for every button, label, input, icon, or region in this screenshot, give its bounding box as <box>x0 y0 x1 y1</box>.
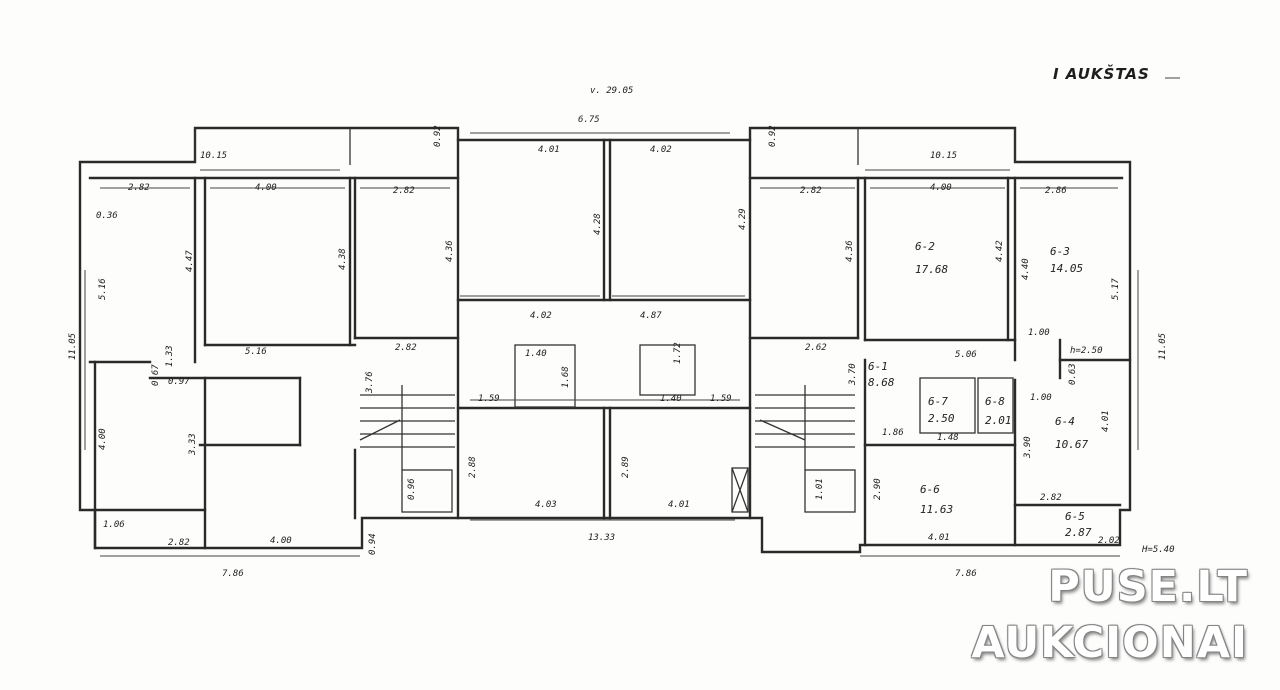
dimension-label: 1.06 <box>103 520 125 530</box>
room-code: 6-7 <box>928 395 948 408</box>
dimension-label: 2.88 <box>468 456 478 478</box>
dimension-label: 1.48 <box>937 433 959 443</box>
dimension-label: 1.00 <box>1028 328 1050 338</box>
room-code: 6-6 <box>920 483 940 496</box>
dimension-label: 4.28 <box>593 213 603 235</box>
dimension-label: 4.02 <box>650 145 672 155</box>
dimension-label: 0.63 <box>1068 363 1078 385</box>
dimension-label: 3.90 <box>1023 436 1033 459</box>
dimension-label: 0.92 <box>768 125 778 147</box>
dimension-label: 2.82 <box>128 183 150 193</box>
dimension-label: 5.16 <box>245 347 267 357</box>
stairs-right <box>731 385 856 513</box>
watermark-line-1: PUSE.LT <box>1048 562 1248 612</box>
dimension-label: 0.94 <box>368 533 378 555</box>
room-area: 2.50 <box>928 412 955 425</box>
dimension-label: 5.06 <box>955 350 977 360</box>
room-code: 6-1 <box>868 360 888 373</box>
dimension-label: 2.82 <box>393 186 415 196</box>
dimension-label: 4.01 <box>928 533 950 543</box>
dimension-label: 4.36 <box>845 240 855 262</box>
dimension-label: 3.76 <box>365 371 375 394</box>
dimension-label: 10.15 <box>200 151 227 161</box>
stairs-left <box>359 385 455 513</box>
dimension-label: 1.59 <box>710 394 732 404</box>
dimension-label: 0.97 <box>168 377 190 387</box>
dimension-label: 2.82 <box>395 343 417 353</box>
dimension-label: 4.00 <box>98 428 108 450</box>
dimension-label: 4.87 <box>640 311 662 321</box>
dimension-label: 2.89 <box>621 456 631 478</box>
dimension-label: 4.47 <box>185 250 195 272</box>
dimension-label: 11.05 <box>1158 333 1168 360</box>
dimension-label: 3.70 <box>848 363 858 386</box>
dimension-label: 7.86 <box>955 569 977 579</box>
dimension-label: 4.01 <box>538 145 560 155</box>
room-area: 10.67 <box>1055 438 1088 451</box>
dimension-label: 4.00 <box>255 183 277 193</box>
dimension-label: 1.40 <box>660 394 682 404</box>
dimension-label: 2.82 <box>800 186 822 196</box>
dimension-label: h=2.50 <box>1070 346 1103 356</box>
dimension-label: 4.01 <box>668 500 690 510</box>
dimension-label: 1.33 <box>165 345 175 367</box>
room-code: 6-2 <box>915 240 935 253</box>
dimension-label: H=5.40 <box>1141 545 1175 555</box>
dimension-label: 6.75 <box>578 115 600 125</box>
dimension-label: 10.15 <box>930 151 957 161</box>
dimension-label: 5.17 <box>1111 278 1121 300</box>
interior-walls <box>88 138 1132 550</box>
dimension-label: 1.01 <box>815 478 825 500</box>
dimension-label: v. 29.05 <box>590 86 633 96</box>
dimension-label: 13.33 <box>588 533 615 543</box>
dimension-label: 4.01 <box>1101 410 1111 432</box>
dimension-label: 2.02 <box>1098 536 1120 546</box>
room-area: 2.01 <box>985 414 1012 427</box>
dimension-label: 4.03 <box>535 500 557 510</box>
floor-title: I AUKŠTAS <box>1053 63 1150 83</box>
dimension-label: 4.00 <box>270 536 292 546</box>
dimension-label: 3.33 <box>188 433 198 456</box>
dimension-label: 1.59 <box>478 394 500 404</box>
dimension-label: 2.82 <box>168 538 190 548</box>
dimension-label: 2.82 <box>1040 493 1062 503</box>
dimension-label: 11.05 <box>68 333 78 360</box>
dimension-label: 4.42 <box>995 240 1005 262</box>
dimension-label: 0.96 <box>407 478 417 500</box>
dimension-label: 4.36 <box>445 240 455 262</box>
dimension-label: 0.36 <box>96 211 118 221</box>
dimension-label: 2.62 <box>805 343 827 353</box>
dimension-label: 4.02 <box>530 311 552 321</box>
dimension-lines <box>84 132 1139 557</box>
dimension-label: 2.90 <box>873 478 883 500</box>
watermark-line-2: AUKCIONAI <box>971 618 1248 668</box>
dimension-labels: v. 29.05 6.75 10.15 0.92 4.01 4.02 0.92 10.15 2.… <box>68 86 1175 579</box>
dimension-label: 7.86 <box>222 569 244 579</box>
dimension-label: 1.86 <box>882 428 904 438</box>
dimension-label: 1.68 <box>561 366 571 388</box>
room-code: 6-4 <box>1055 415 1075 428</box>
dimension-label: 0.67 <box>151 364 161 386</box>
room-labels: 6-2 17.68 6-3 14.05 6-1 8.68 6-7 2.50 6-8 2.01 6-4… <box>868 240 1092 539</box>
room-code: 6-5 <box>1065 510 1085 523</box>
room-code: 6-8 <box>985 395 1005 408</box>
dimension-label: 4.38 <box>338 248 348 270</box>
room-area: 11.63 <box>920 503 953 516</box>
room-area: 2.87 <box>1065 526 1092 539</box>
dimension-label: 1.00 <box>1030 393 1052 403</box>
dimension-label: 4.29 <box>738 208 748 230</box>
dimension-label: 1.72 <box>673 342 683 364</box>
dimension-label: 5.16 <box>98 278 108 300</box>
dimension-label: 4.40 <box>1021 258 1031 280</box>
dimension-label: 4.00 <box>930 183 952 193</box>
dimension-label: 1.40 <box>525 349 547 359</box>
room-area: 14.05 <box>1050 262 1083 275</box>
dimension-label: 2.86 <box>1045 186 1067 196</box>
room-code: 6-3 <box>1050 245 1070 258</box>
dimension-label: 0.92 <box>433 125 443 147</box>
room-area: 17.68 <box>915 263 948 276</box>
room-area: 8.68 <box>868 376 895 389</box>
